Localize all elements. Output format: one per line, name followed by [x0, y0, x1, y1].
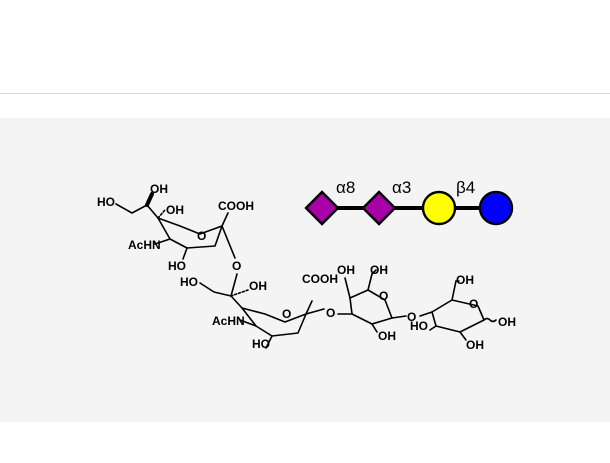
gal-glyco-o: O — [407, 310, 416, 324]
neu5ac-diamond-2 — [361, 190, 397, 226]
galactose-circle — [421, 190, 457, 226]
neu5ac-terminal: HO OH OH COOH O AcHN HO O — [97, 182, 254, 273]
neu5ac-diamond-1 — [304, 190, 340, 226]
divider — [0, 93, 610, 94]
glycan-symbol: α8 α3 β4 — [304, 178, 514, 226]
glucose-circle — [478, 190, 514, 226]
gal-ring-o: O — [379, 289, 388, 303]
neu2-achn: AcHN — [212, 314, 245, 328]
glucose: OH O HO OH OH — [410, 273, 516, 352]
neu5ac-internal: HO OH COOH O AcHN HO O — [180, 272, 338, 351]
gal-oh-c2: OH — [378, 329, 396, 343]
neu1-cooh: COOH — [218, 199, 254, 213]
neu1-oh-top: OH — [150, 182, 168, 196]
header-area — [0, 0, 610, 93]
neu2-ring-o: O — [282, 307, 291, 321]
glc-ring-o: O — [469, 297, 478, 311]
structure-panel: HO OH OH COOH O AcHN HO O — [0, 118, 610, 422]
structure-figure: HO OH OH COOH O AcHN HO O — [97, 178, 516, 352]
neu1-ring-o: O — [197, 229, 206, 243]
glc-oh-c1: OH — [498, 315, 516, 329]
gal-oh-c6: OH — [370, 263, 388, 277]
neu1-oh-c8: OH — [166, 203, 184, 217]
linkage-beta4: β4 — [456, 178, 475, 197]
neu2-ho-c4: HO — [252, 337, 270, 351]
neu1-glyco-o: O — [232, 259, 241, 273]
neu1-achn: AcHN — [128, 238, 161, 252]
gal-oh-c4: OH — [337, 263, 355, 277]
galactose: OH OH O OH O — [337, 263, 416, 343]
neu2-glyco-o: O — [326, 306, 335, 320]
neu2-ho-chain: HO — [180, 275, 198, 289]
glc-oh-c6: OH — [456, 273, 474, 287]
chemical-structure: HO OH OH COOH O AcHN HO O — [97, 182, 516, 352]
linkage-alpha8: α8 — [336, 178, 355, 197]
glc-ho-c3: HO — [410, 319, 428, 333]
neu2-cooh: COOH — [302, 272, 338, 286]
neu1-ho-c4: HO — [168, 259, 186, 273]
neu1-ho-chain: HO — [97, 195, 115, 209]
linkage-alpha3: α3 — [392, 178, 411, 197]
neu2-oh-c8: OH — [249, 279, 267, 293]
glc-oh-c2: OH — [466, 338, 484, 352]
